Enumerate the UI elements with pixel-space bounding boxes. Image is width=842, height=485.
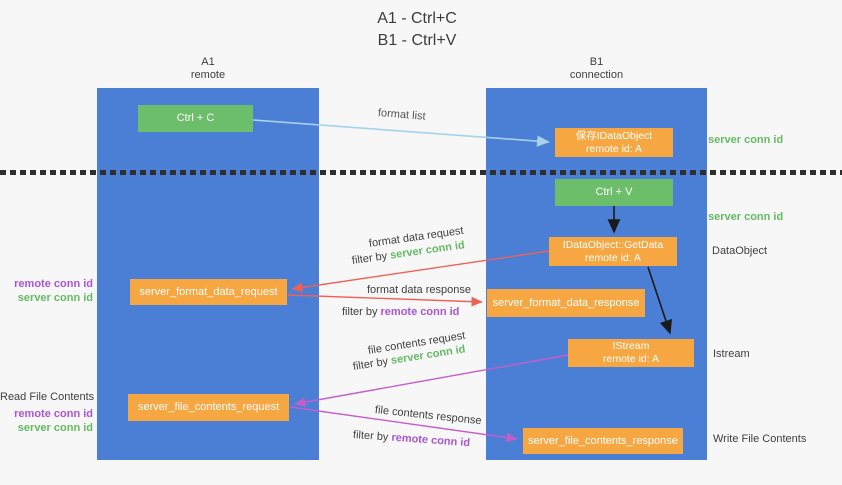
column-b1-id: B1: [589, 56, 604, 68]
remote-conn-id-text: remote conn id: [391, 431, 471, 450]
getdata-line1: IDataObject::GetData: [562, 238, 664, 251]
annotation-remote-conn-id-2: remote conn id: [14, 408, 93, 420]
getdata-box: IDataObject::GetData remote id: A: [549, 237, 677, 266]
filter-by-text: filter by: [342, 306, 378, 318]
session-divider-dotted-line: [0, 170, 842, 175]
label-file-contents-response: file contents response: [374, 404, 483, 428]
column-a1-label: remote: [190, 69, 226, 81]
title-line-a1: A1 - Ctrl+C: [377, 10, 457, 27]
save-dataobject-line1: 保存IDataObject: [575, 129, 653, 142]
annotation-istream: Istream: [713, 348, 750, 360]
save-dataobject-line2: remote id: A: [585, 142, 643, 155]
annotation-server-conn-id-mid: server conn id: [708, 211, 784, 223]
label-filter-by-remote-conn-id-1: filter by remote conn id: [342, 306, 459, 318]
annotation-dataobject: DataObject: [712, 245, 768, 257]
server-format-data-request-box: server_format_data_request: [130, 279, 287, 305]
save-dataobject-box: 保存IDataObject remote id: A: [555, 128, 673, 157]
diagram-title: A1 - Ctrl+C B1 - Ctrl+V: [317, 8, 517, 52]
istream-line2: remote id: A: [602, 353, 660, 365]
label-filter-by-remote-conn-id-2: filter by remote conn id: [353, 429, 471, 449]
ctrl-v-box: Ctrl + V: [555, 179, 673, 206]
title-line-b1: B1 - Ctrl+V: [377, 32, 457, 49]
annotation-server-conn-id-1: server conn id: [17, 292, 93, 304]
column-a1-id: A1: [201, 56, 215, 68]
istream-box: IStream remote id: A: [568, 339, 694, 367]
column-b1-label: connection: [569, 69, 624, 81]
annotation-read-file-contents: Read File Contents: [0, 391, 95, 403]
filter-by-text: filter by: [352, 429, 389, 444]
server-file-contents-request-box: server_file_contents_request: [128, 394, 289, 421]
label-format-list: format list: [377, 107, 427, 123]
istream-line1: IStream: [612, 340, 650, 352]
ctrl-c-box: Ctrl + C: [138, 105, 253, 132]
server-file-contents-response-box: server_file_contents_response: [523, 428, 683, 454]
filter-by-text: filter by: [351, 250, 388, 267]
annotation-server-conn-id-top: server conn id: [708, 134, 784, 146]
remote-conn-id-text: remote conn id: [380, 306, 460, 318]
column-header-b1-connection: B1 connection: [486, 56, 707, 82]
getdata-line2: remote id: A: [584, 251, 642, 264]
annotation-remote-conn-id-1: remote conn id: [14, 278, 93, 290]
annotation-write-file-contents: Write File Contents: [713, 433, 807, 445]
filter-by-text: filter by: [352, 355, 389, 373]
label-format-data-response: format data response: [367, 284, 471, 296]
server-format-data-response-box: server_format_data_response: [487, 289, 645, 317]
annotation-server-conn-id-2: server conn id: [17, 422, 93, 434]
column-header-a1-remote: A1 remote: [97, 56, 319, 82]
